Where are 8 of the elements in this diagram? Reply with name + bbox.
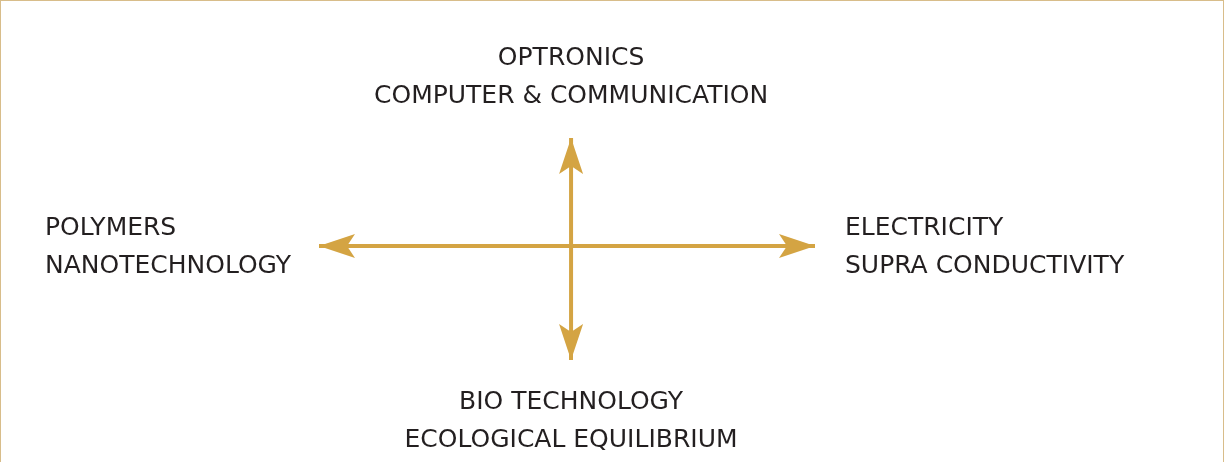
node-text: ELECTRICITY [845, 211, 1005, 243]
node-text: ECOLOGICAL EQUILIBRIUM [404, 423, 738, 455]
node-text: OPTRONICS [496, 41, 646, 73]
node-text: BIO TECHNOLOGY [458, 385, 684, 417]
node-text: COMPUTER & COMMUNICATION [374, 79, 769, 111]
node-text: POLYMERS [45, 211, 178, 243]
node-text: NANOTECHNOLOGY [45, 249, 291, 281]
node-text: SUPRA CONDUCTIVITY [845, 249, 1125, 281]
